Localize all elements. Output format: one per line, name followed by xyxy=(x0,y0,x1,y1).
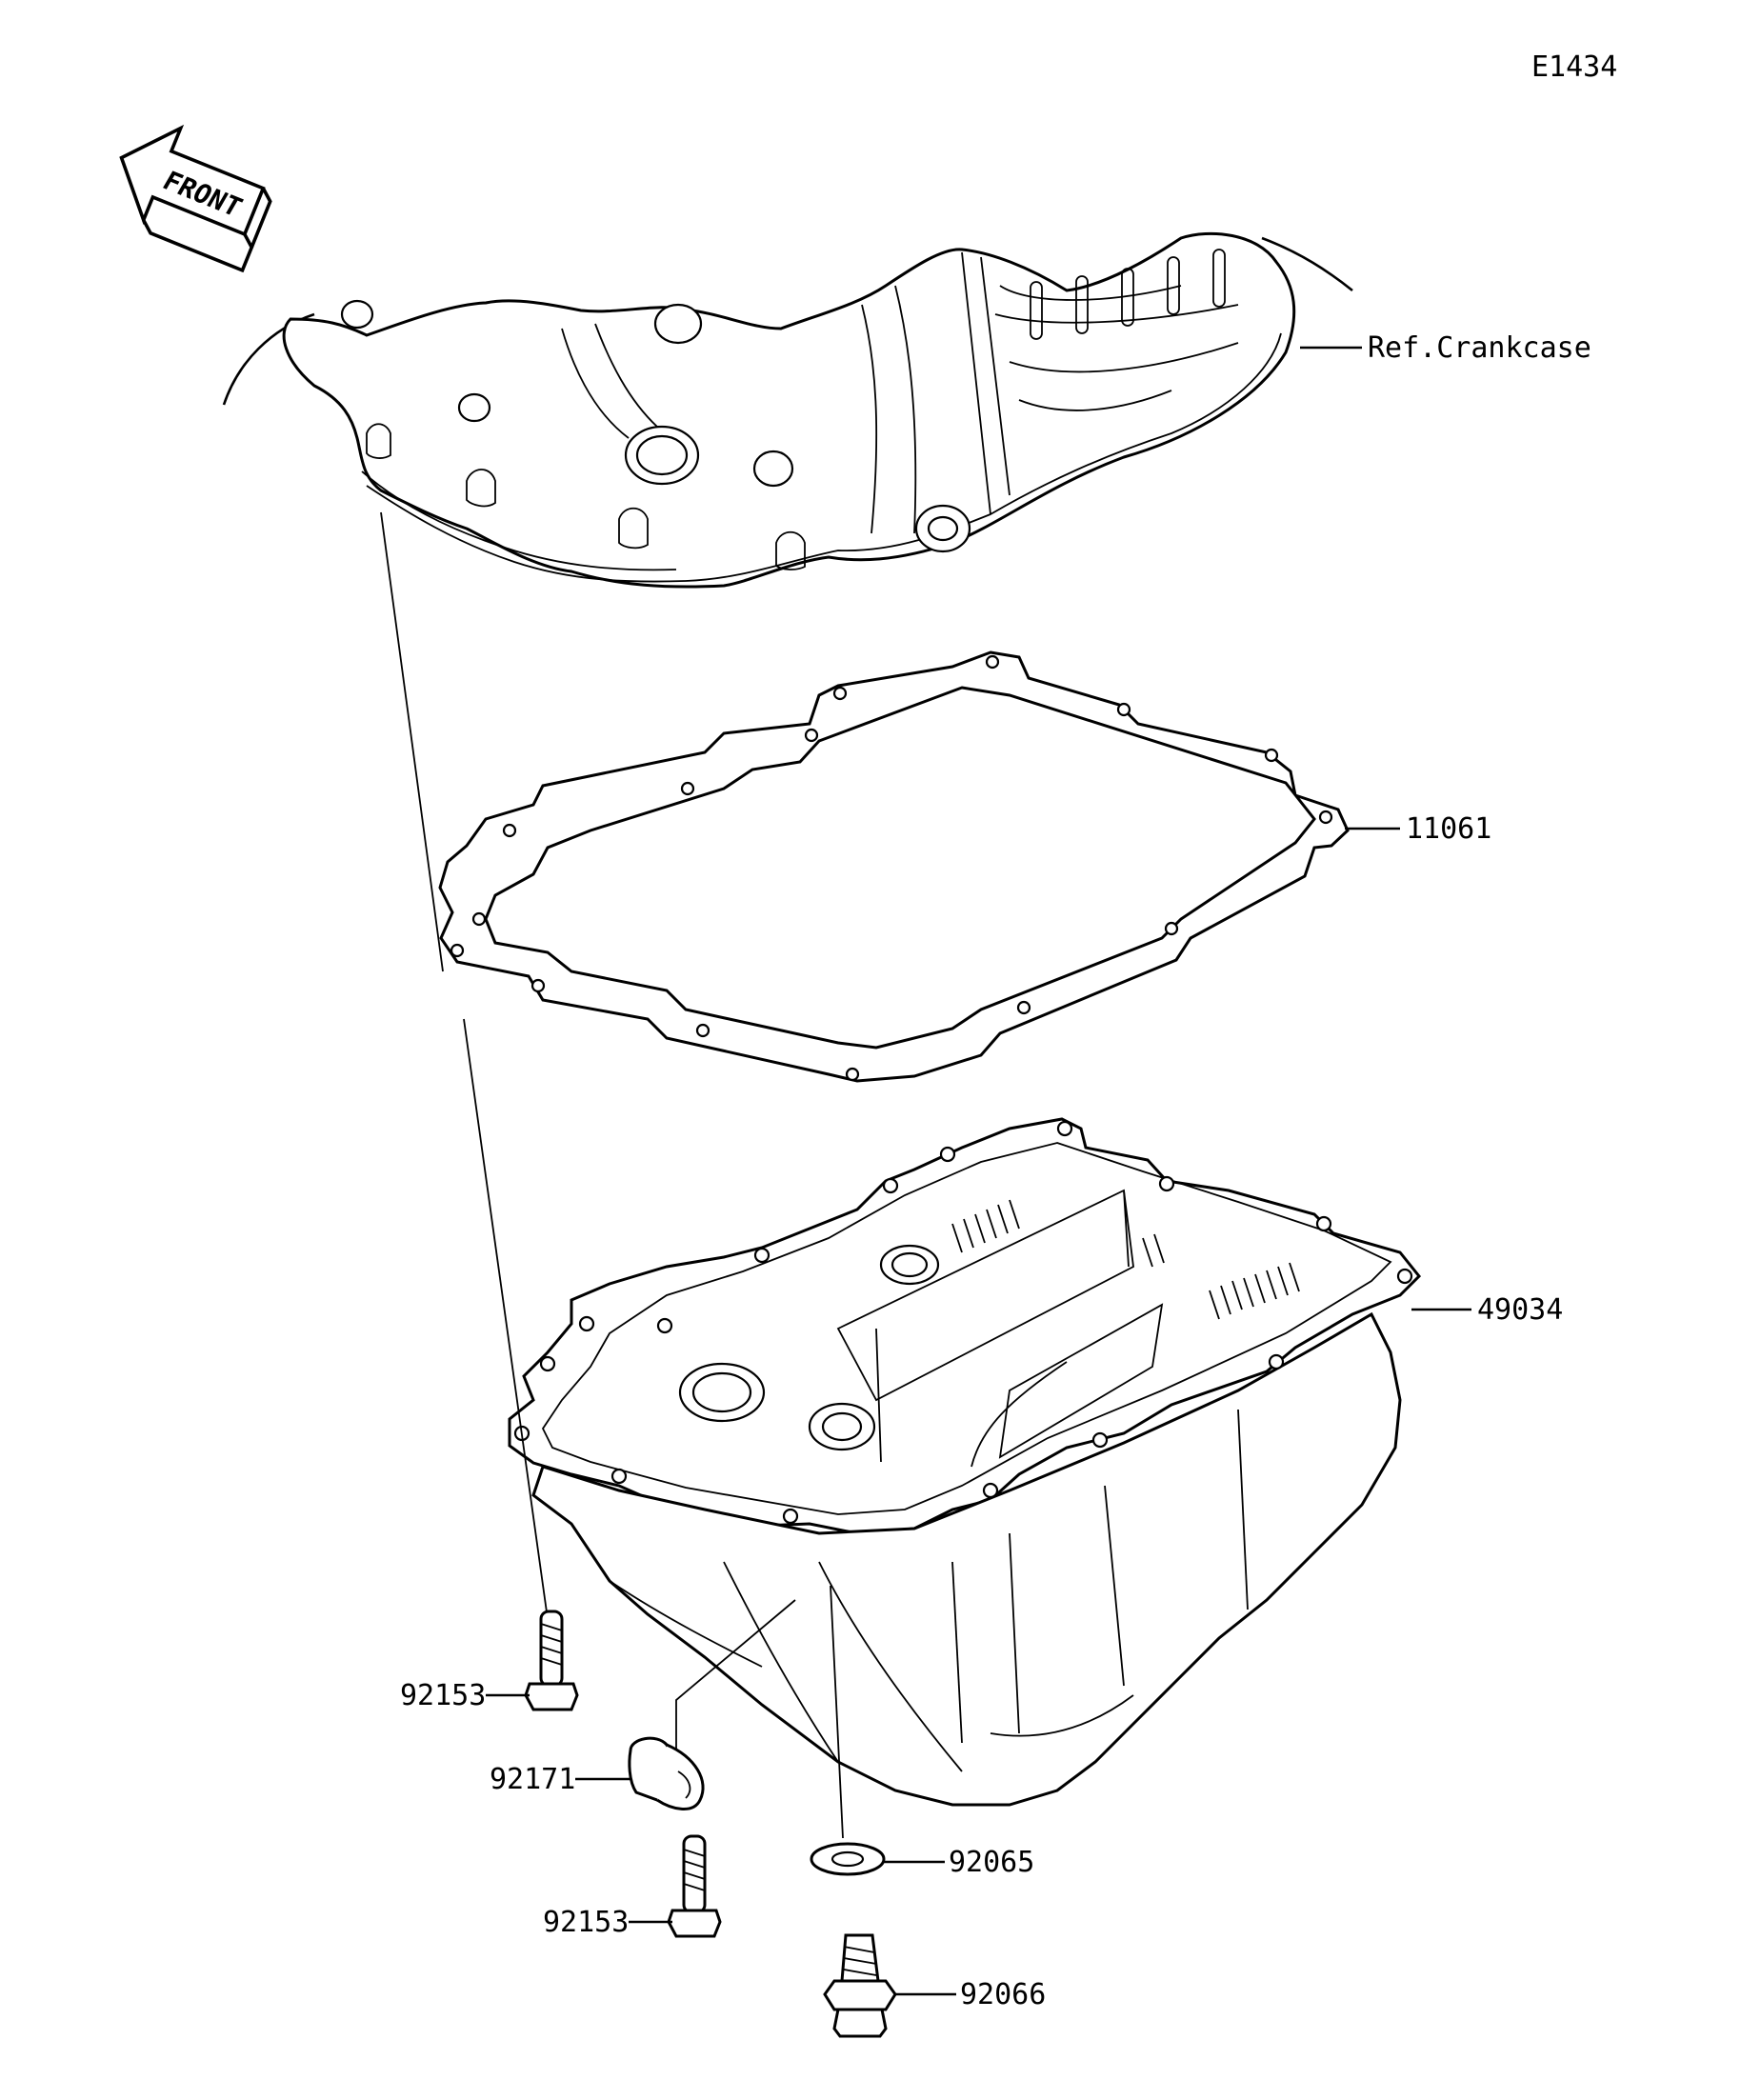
oil-pan-drawing xyxy=(508,1117,1422,1807)
label-gasket: 11061 xyxy=(1406,812,1491,846)
drain-alignment-line xyxy=(830,1585,844,1839)
clamp-alignment-line xyxy=(675,1599,796,1762)
label-bolt-upper: 92153 xyxy=(400,1679,486,1712)
label-bolt-lower: 92153 xyxy=(543,1906,629,1939)
drain-washer-drawing xyxy=(810,1842,886,1876)
label-drain-plug: 92066 xyxy=(960,1978,1046,2011)
crankcase-drawing xyxy=(222,231,1353,589)
label-clamp: 92171 xyxy=(490,1763,575,1796)
label-drain-washer: 92065 xyxy=(949,1846,1034,1879)
diagram-code: E1434 xyxy=(1531,50,1617,84)
front-label: FRONT xyxy=(157,166,248,223)
front-arrow-icon: FRONT xyxy=(119,124,272,273)
bolt-upper-drawing xyxy=(524,1610,579,1711)
label-crankcase: Ref.Crankcase xyxy=(1368,331,1591,365)
oil-pan-gasket-drawing xyxy=(438,650,1350,1083)
bolt-alignment-line-upper xyxy=(380,511,444,972)
bolt-alignment-line-lower xyxy=(463,1018,549,1620)
label-oil-pan: 49034 xyxy=(1477,1293,1563,1327)
clamp-drawing xyxy=(628,1736,705,1810)
bolt-lower-drawing xyxy=(667,1834,722,1938)
drain-plug-drawing xyxy=(823,1933,897,2038)
